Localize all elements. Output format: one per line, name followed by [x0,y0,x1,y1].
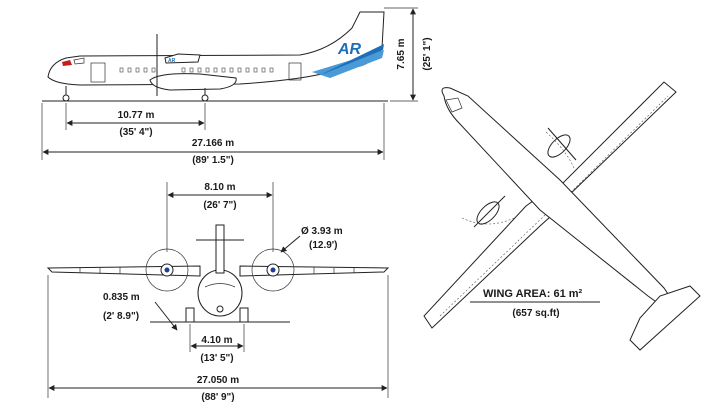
top-cockpit [445,97,463,113]
track-m: 4.10 m [201,335,232,346]
prop-spacing-m: 8.10 m [204,182,235,193]
span-m: 27.050 m [197,375,239,386]
front-nose-wheel [216,305,224,313]
right-main-gear [239,307,249,323]
top-right-prop-arc [545,131,575,169]
wing-area-ft: (657 sq.ft) [512,308,559,319]
top-right-engine [547,134,571,158]
tail-logo: AR [337,41,362,58]
height-ft: (25' 1") [422,37,433,70]
front-wing-left [46,265,201,277]
top-horizontal-tail [629,285,701,351]
side-view: AR AR 7.65 m (25' 1") 10.77 m (35' 4") 2… [41,7,433,166]
front-view: 8.10 m (26' 7") Ø 3.93 m (12.9') 0.835 m… [46,182,390,403]
clearance-leader [154,301,178,331]
prop-diameter-m: Ø 3.93 m [301,226,343,237]
cockpit-window [73,57,85,65]
height-m: 7.65 m [396,38,407,69]
wing-area-label: WING AREA: 61 m² [483,288,583,300]
aft-door [288,62,302,81]
prop-spacing-ft: (26' 7") [203,200,236,211]
wing-mini-logo: AR [168,58,176,64]
top-view: WING AREA: 61 m² (657 sq.ft) [423,81,701,351]
clearance-m: 0.835 m [103,292,140,303]
top-wing-flap-line [439,95,669,317]
forward-door [90,62,106,83]
cabin-windows [119,67,274,73]
wing-rib-marks [79,267,355,274]
main-wheel [201,94,209,102]
right-hub [270,267,276,273]
left-hub [164,267,170,273]
length-m: 27.166 m [192,138,234,149]
side-wing [164,53,201,64]
front-windshield [204,283,236,288]
wheelbase-ft: (35' 4") [119,127,152,138]
clearance-ft: (2' 8.9") [103,311,139,322]
track-ft: (13' 5") [200,353,233,364]
left-main-gear [185,307,195,323]
wheelbase-m: 10.77 m [118,110,155,121]
length-ft: (89' 1.5") [192,155,234,166]
top-right-prop [547,127,577,161]
top-left-prop [473,195,506,228]
prop-diameter-leader [280,235,301,253]
top-left-prop-arc [461,217,515,225]
nose-wheel [62,94,70,102]
span-ft: (88' 9") [201,392,234,403]
side-logo [62,60,72,66]
front-vertical-tail [215,224,225,274]
tail-stripe-dark [318,44,384,76]
prop-diameter-ft: (12.9') [309,240,338,251]
